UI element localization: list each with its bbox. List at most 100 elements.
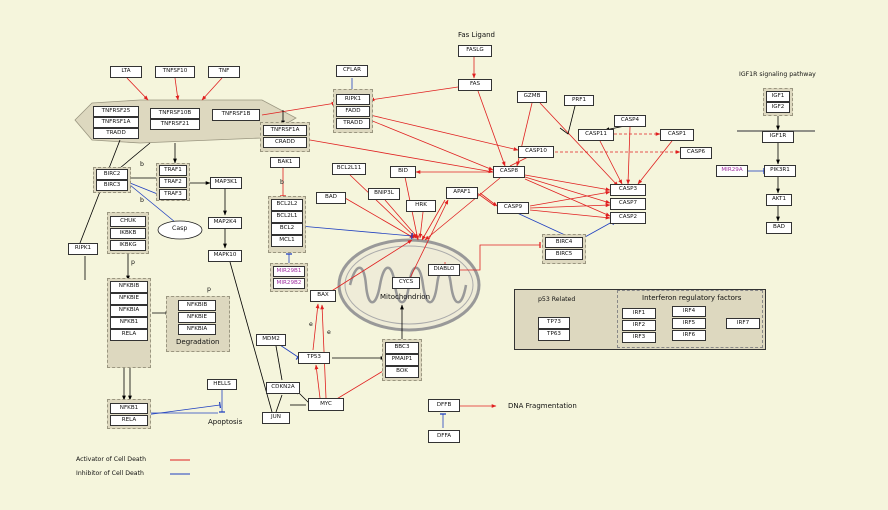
gene-tnfrsf25[interactable]: TNFRSF25	[93, 106, 139, 117]
gene-mcl1[interactable]: MCL1	[271, 235, 303, 247]
gene-jun[interactable]: JUN	[262, 412, 290, 424]
gene-mapk10[interactable]: MAPK10	[208, 250, 242, 262]
gene-tnf[interactable]: TNF	[208, 66, 240, 78]
gene-casp9[interactable]: CASP9	[497, 202, 529, 214]
gene-casp2[interactable]: CASP2	[610, 212, 646, 224]
gene-akt1[interactable]: AKT1	[766, 194, 792, 206]
gene-mdm2[interactable]: MDM2	[256, 334, 286, 346]
gene-irf4[interactable]: IRF4	[672, 306, 706, 317]
gene-igf1[interactable]: IGF1	[766, 91, 790, 102]
gene-ripk1[interactable]: RIPK1	[68, 243, 98, 255]
gene-tradd-2[interactable]: TRADD	[336, 118, 370, 129]
gene-dffa[interactable]: DFFA	[428, 430, 460, 443]
gene-lta[interactable]: LTA	[110, 66, 142, 78]
gene-map3k1[interactable]: MAP3K1	[210, 177, 242, 189]
gene-casp4[interactable]: CASP4	[614, 115, 646, 127]
gene-map2k4[interactable]: MAP2K4	[208, 217, 242, 229]
gene-irf1[interactable]: IRF1	[622, 308, 656, 319]
gene-irf2[interactable]: IRF2	[622, 320, 656, 331]
gene-rela[interactable]: RELA	[110, 329, 148, 341]
gene-tnfrsf1a[interactable]: TNFRSF1A	[93, 117, 139, 128]
gene-birc5[interactable]: BIRC5	[545, 249, 583, 260]
gene-bax[interactable]: BAX	[310, 290, 336, 302]
gene-nfkbie[interactable]: NFKBIE	[110, 293, 148, 305]
gene-bcl2l1[interactable]: BCL2L1	[271, 211, 303, 223]
gene-tnfrsf1a-2[interactable]: TNFRSF1A	[263, 125, 307, 136]
gene-birc2[interactable]: BIRC2	[96, 169, 128, 180]
gene-prf1[interactable]: PRF1	[564, 95, 594, 106]
gene-ikbkg[interactable]: IKBKG	[110, 240, 146, 251]
gene-bbc3[interactable]: BBC3	[385, 342, 419, 354]
gene-tradd[interactable]: TRADD	[93, 128, 139, 139]
gene-hrk[interactable]: HRK	[406, 200, 436, 212]
gene-tnfrsf21[interactable]: TNFRSF21	[150, 119, 200, 130]
gene-irf6[interactable]: IRF6	[672, 330, 706, 341]
edge-tnfrsf1b-ripk	[261, 101, 337, 116]
gene-cradd[interactable]: CRADD	[263, 137, 307, 148]
gene-igf2[interactable]: IGF2	[766, 102, 790, 113]
gene-traf1[interactable]: TRAF1	[159, 165, 187, 176]
gene-pik3r1[interactable]: PIK3R1	[764, 165, 796, 177]
gene-tp63[interactable]: TP63	[538, 329, 570, 341]
gene-nfkbib[interactable]: NFKBIB	[110, 281, 148, 293]
gene-bad-2[interactable]: BAD	[766, 222, 792, 234]
gene-cdkn2a[interactable]: CDKN2A	[266, 382, 300, 394]
edge-casp9-casp7	[529, 203, 611, 209]
gene-pmaip1[interactable]: PMAIP1	[385, 354, 419, 366]
gene-cycs[interactable]: CYCS	[392, 277, 420, 289]
gene-casp11[interactable]: CASP11	[578, 129, 614, 141]
gene-irf7[interactable]: IRF7	[726, 318, 760, 329]
gene-ripk1-top[interactable]: RIPK1	[336, 94, 370, 105]
gene-faslg[interactable]: FASLG	[458, 45, 492, 57]
gene-bid[interactable]: BID	[390, 166, 416, 178]
gene-casp3[interactable]: CASP3	[610, 184, 646, 196]
gene-bnip3l[interactable]: BNIP3L	[368, 188, 400, 200]
gene-myc[interactable]: MYC	[308, 398, 344, 411]
gene-tp73[interactable]: TP73	[538, 317, 570, 329]
gene-birc3[interactable]: BIRC3	[96, 180, 128, 191]
gene-fas[interactable]: FAS	[458, 79, 492, 91]
gene-irf3[interactable]: IRF3	[622, 332, 656, 343]
gene-bcl2[interactable]: BCL2	[271, 223, 303, 235]
gene-nfkbia[interactable]: NFKBIA	[110, 305, 148, 317]
gene-bcl2l11[interactable]: BCL2L11	[332, 163, 366, 175]
gene-tnfrsf10b[interactable]: TNFRSF10B	[150, 108, 200, 119]
gene-nfkbie-2[interactable]: NFKBIE	[178, 312, 216, 323]
mirna-mir29b1[interactable]: MIR29B1	[273, 266, 305, 277]
gene-tnfrsf1b[interactable]: TNFRSF1B	[212, 109, 260, 121]
gene-casp6[interactable]: CASP6	[680, 147, 712, 159]
gene-nfkbia-2[interactable]: NFKBIA	[178, 324, 216, 335]
gene-traf2[interactable]: TRAF2	[159, 177, 187, 188]
gene-chuk[interactable]: CHUK	[110, 216, 146, 227]
gene-nfkb1[interactable]: NFKB1	[110, 317, 148, 329]
gene-birc4[interactable]: BIRC4	[545, 237, 583, 248]
mirna-mir29a[interactable]: MIR29A	[716, 165, 748, 177]
gene-bak1[interactable]: BAK1	[270, 157, 300, 168]
gene-cflar[interactable]: CFLAR	[336, 65, 368, 77]
edge-ripk-casp8	[369, 119, 494, 171]
gene-bad[interactable]: BAD	[316, 192, 346, 204]
gene-igf1r[interactable]: IGF1R	[762, 131, 794, 143]
mirna-mir29b2[interactable]: MIR29B2	[273, 278, 305, 289]
gene-fadd[interactable]: FADD	[336, 106, 370, 117]
gene-gzmb[interactable]: GZMB	[517, 91, 547, 103]
gene-casp7[interactable]: CASP7	[610, 198, 646, 210]
gene-nfkbib-2[interactable]: NFKBIB	[178, 300, 216, 311]
gene-irf5[interactable]: IRF5	[672, 318, 706, 329]
gene-tp53[interactable]: TP53	[298, 352, 330, 364]
gene-hells[interactable]: HELLS	[207, 379, 237, 390]
gene-nfkb1-2[interactable]: NFKB1	[110, 403, 148, 414]
gene-casp10[interactable]: CASP10	[518, 146, 554, 158]
gene-apaf1[interactable]: APAF1	[446, 187, 478, 199]
gene-casp1[interactable]: CASP1	[660, 129, 694, 141]
gene-traf3[interactable]: TRAF3	[159, 189, 187, 200]
gene-rela-2[interactable]: RELA	[110, 415, 148, 426]
gene-casp8[interactable]: CASP8	[493, 166, 525, 178]
gene-bok[interactable]: BOK	[385, 366, 419, 378]
gene-bcl2l2[interactable]: BCL2L2	[271, 199, 303, 211]
edge-tnfrsf-casp8	[309, 139, 494, 174]
gene-diablo[interactable]: DIABLO	[428, 264, 460, 276]
gene-ikbkb[interactable]: IKBKB	[110, 228, 146, 239]
gene-dffb[interactable]: DFFB	[428, 399, 460, 412]
gene-tnfsf10[interactable]: TNFSF10	[155, 66, 195, 78]
